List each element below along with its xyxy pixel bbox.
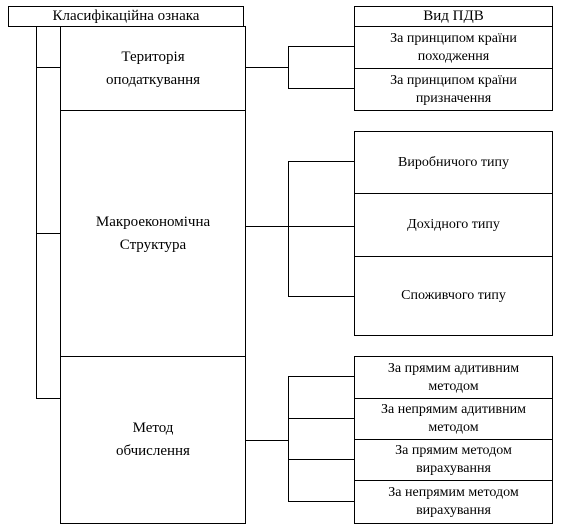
connector-group1-bus — [288, 46, 289, 88]
trunk-branch-1 — [36, 67, 60, 68]
connector-group3-branch-4 — [288, 501, 354, 502]
vat-type-direct-additive: За прямим адитивним методом — [354, 356, 553, 399]
vat-type-indirect-subtraction: За непрямим методом вирахування — [354, 480, 553, 524]
connector-group3-branch-2 — [288, 418, 354, 419]
vat-type-destination-principle: За принципом країни призначення — [354, 68, 553, 111]
vat-type-income: Дохідного типу — [354, 193, 553, 257]
vat-type-direct-subtraction: За прямим методом вирахування — [354, 439, 553, 481]
connector-group2-bus — [288, 161, 289, 296]
classification-header: Класифікаційна ознака — [8, 6, 244, 27]
connector-group1-stem — [246, 67, 288, 68]
classification-calculation-method: Метод обчислення — [60, 356, 246, 524]
vat-type-origin-principle: За принципом країни походження — [354, 26, 553, 69]
connector-group2-branch-1 — [288, 161, 354, 162]
classification-macroeconomic: Макроекономічна Структура — [60, 110, 246, 357]
connector-group2-branch-3 — [288, 296, 354, 297]
trunk-branch-2 — [36, 233, 60, 234]
connector-group2-branch-2 — [288, 226, 354, 227]
connector-group1-branch-2 — [288, 88, 354, 89]
connector-group3-branch-1 — [288, 376, 354, 377]
connector-group3-stem — [246, 440, 288, 441]
left-trunk-line — [36, 27, 37, 399]
trunk-branch-3 — [36, 398, 60, 399]
connector-group3-bus — [288, 376, 289, 501]
connector-group2-stem — [246, 226, 288, 227]
vat-type-header: Вид ПДВ — [354, 6, 553, 27]
vat-type-consumption: Споживчого типу — [354, 256, 553, 336]
connector-group1-branch-1 — [288, 46, 354, 47]
vat-type-production: Виробничого типу — [354, 131, 553, 194]
vat-type-indirect-additive: За непрямим адитивним методом — [354, 398, 553, 440]
connector-group3-branch-3 — [288, 459, 354, 460]
classification-territory: Територія оподаткування — [60, 26, 246, 111]
